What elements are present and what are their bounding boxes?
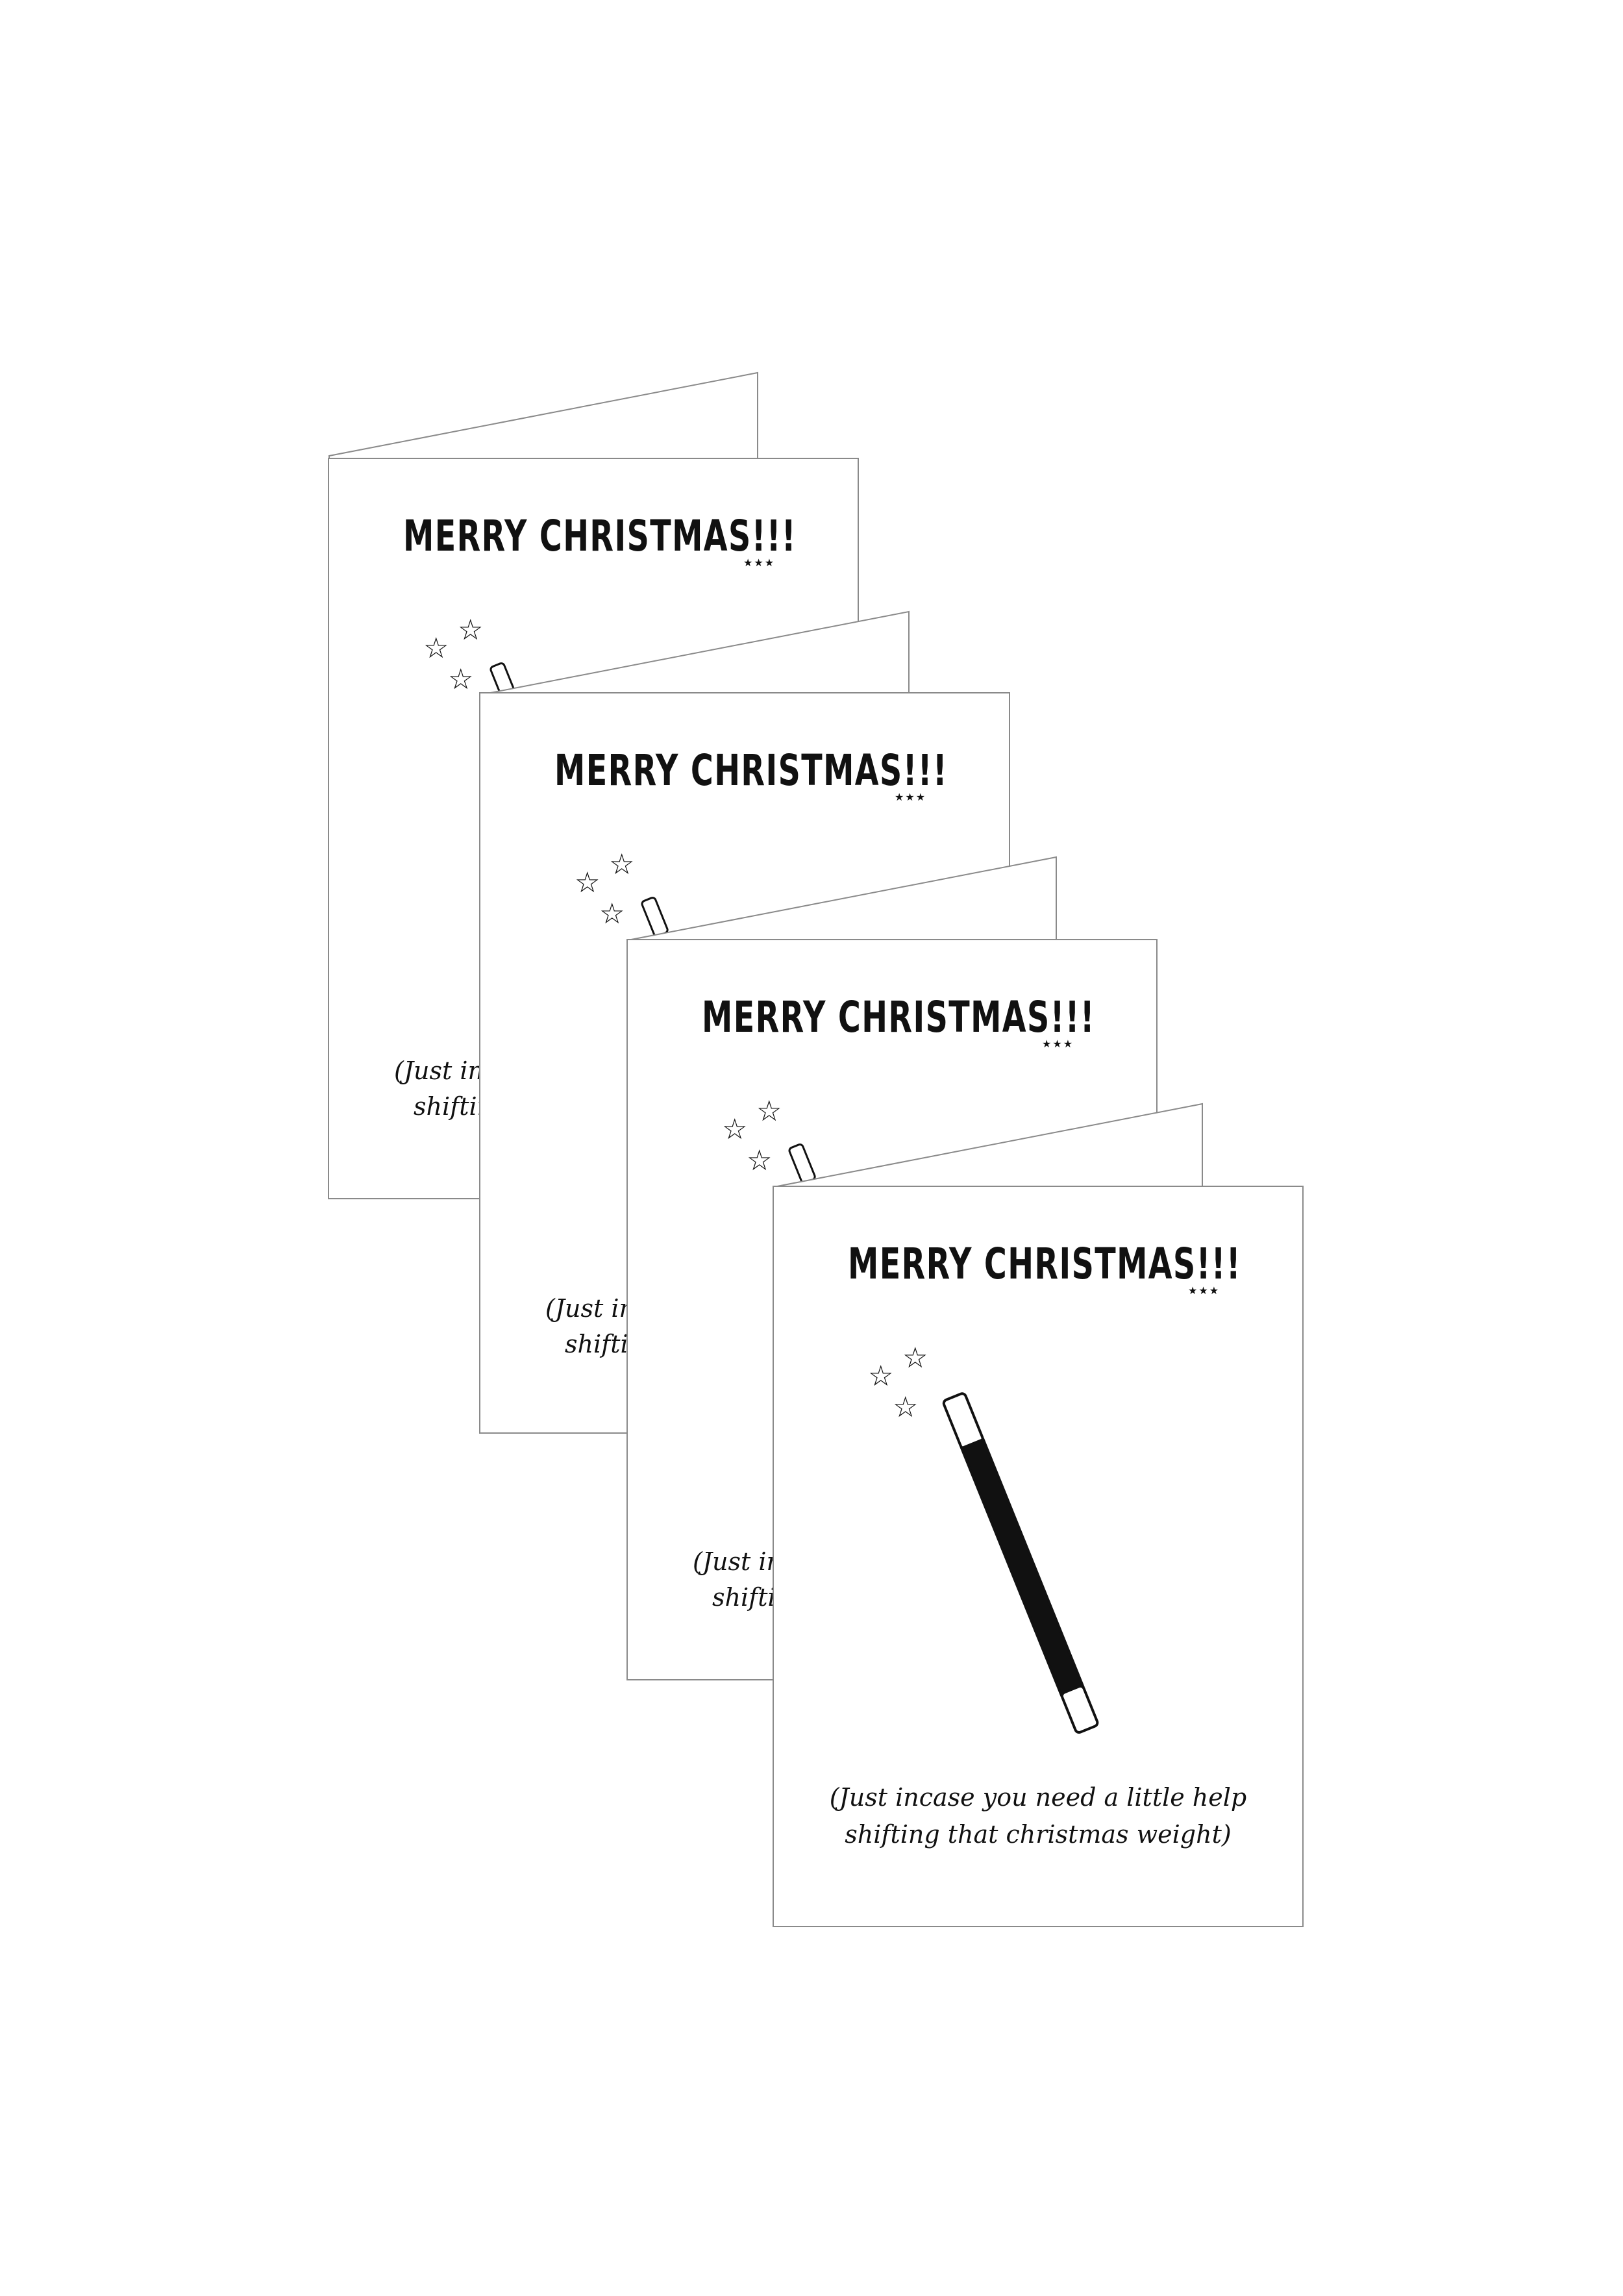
- star-icon: ☆: [722, 1113, 748, 1146]
- card-4-title: MERRY CHRISTMAS!!!: [847, 1239, 1241, 1289]
- card-title-exclaim: !!!: [751, 511, 797, 561]
- card-1-message-line1: (Just incase you need a little help: [394, 1056, 491, 1085]
- magic-wand-icon: [942, 1392, 1099, 1734]
- star-icon: ☆: [423, 632, 449, 665]
- star-icon: ☆: [747, 1144, 773, 1177]
- star-icon: ☆: [458, 614, 484, 647]
- card-2-title: MERRY CHRISTMAS!!!: [554, 745, 947, 795]
- star-icon: ☆: [868, 1360, 894, 1393]
- star-icon: ☆: [575, 866, 601, 899]
- star-icon: ☆: [609, 848, 635, 881]
- star-icon: ☆: [599, 897, 625, 930]
- card-2-mini-stars: ★★★: [895, 791, 927, 803]
- card-3-title: MERRY CHRISTMAS!!!: [701, 992, 1095, 1042]
- card-1-back-panel: [328, 371, 758, 462]
- card-3-mini-stars: ★★★: [1042, 1038, 1074, 1050]
- card-4-message-line2: shifting that christmas weight): [845, 1820, 1232, 1849]
- card-title-exclaim: !!!: [1196, 1239, 1242, 1289]
- card-1-message-line2: shifting that christmas weight): [414, 1092, 485, 1121]
- star-icon: ☆: [448, 663, 474, 696]
- card-4-message-line1: (Just incase you need a little help: [829, 1783, 1247, 1812]
- card-title-text: MERRY CHRISTMAS: [701, 992, 1050, 1042]
- card-2-message-line2: shifting that christmas weight): [565, 1330, 636, 1358]
- card-4-mini-stars: ★★★: [1188, 1284, 1220, 1297]
- card-title-exclaim: !!!: [1050, 992, 1096, 1042]
- card-title-text: MERRY CHRISTMAS: [554, 745, 903, 795]
- card-1-mini-stars: ★★★: [743, 556, 776, 569]
- star-icon: ☆: [902, 1341, 928, 1375]
- star-icon: ☆: [756, 1095, 782, 1128]
- card-title-exclaim: !!!: [902, 745, 948, 795]
- card-4: MERRY CHRISTMAS!!! ★★★ ☆ ☆ ☆ (Just incas…: [773, 1186, 1304, 1927]
- card-3-message-line2: shifting that christmas weight): [712, 1583, 784, 1612]
- card-1-title: MERRY CHRISTMAS!!!: [403, 511, 796, 561]
- card-4-back-panel: [773, 1103, 1203, 1193]
- star-icon: ☆: [893, 1391, 919, 1424]
- card-2-back-panel: [480, 610, 910, 701]
- card-3-back-panel: [627, 856, 1057, 946]
- card-title-text: MERRY CHRISTMAS: [403, 511, 752, 561]
- card-title-text: MERRY CHRISTMAS: [847, 1239, 1196, 1289]
